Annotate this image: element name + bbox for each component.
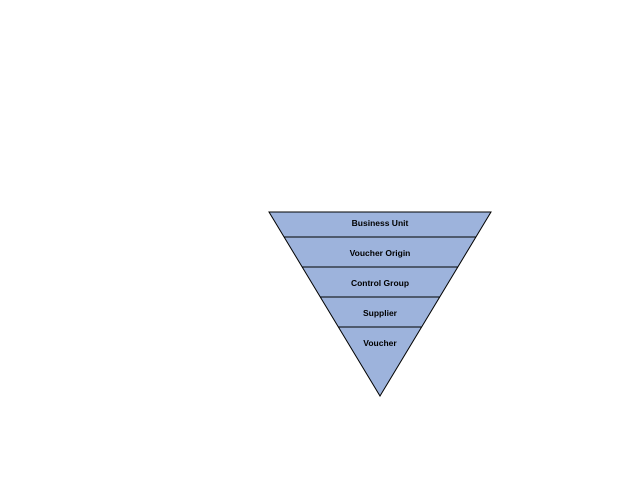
pyramid-shape — [268, 211, 492, 397]
level-label-supplier: Supplier — [363, 308, 398, 318]
level-label-control-group: Control Group — [351, 278, 409, 288]
level-label-business-unit: Business Unit — [352, 218, 409, 228]
level-label-voucher-origin: Voucher Origin — [350, 248, 411, 258]
level-label-voucher: Voucher — [363, 338, 397, 348]
